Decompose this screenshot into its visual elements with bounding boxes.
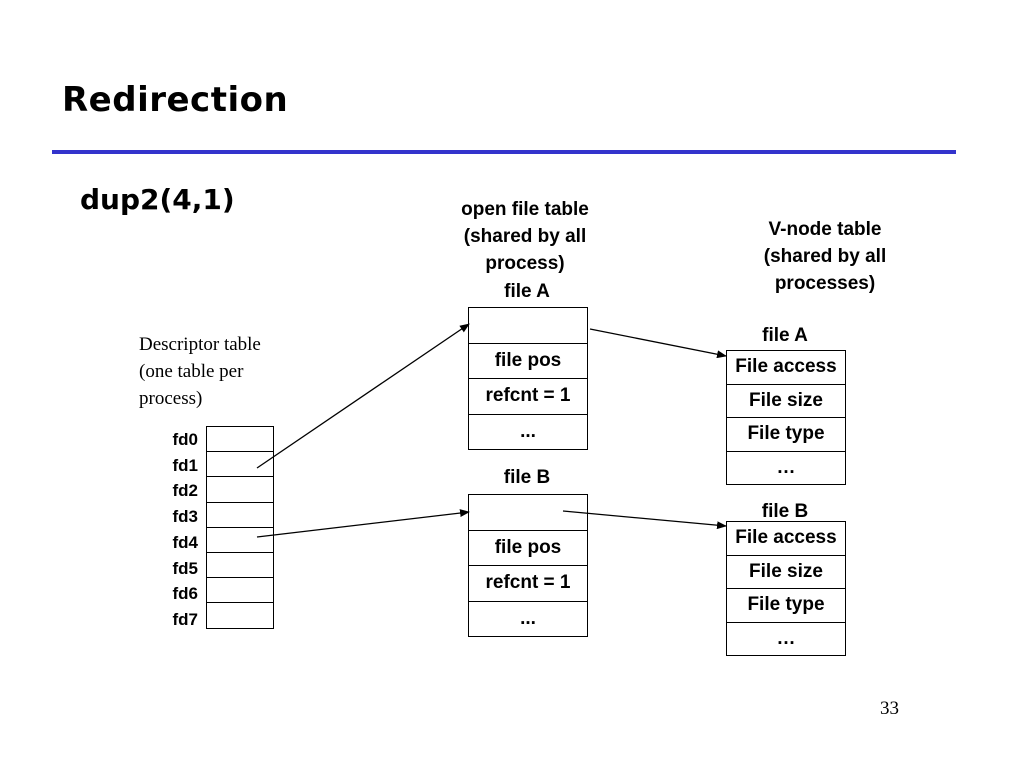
open-file-entry-label: file A bbox=[504, 281, 550, 302]
descriptor-table-caption: Descriptor table (one table per process) bbox=[139, 331, 261, 412]
open-file-entry-a: file pos refcnt = 1 ... bbox=[468, 307, 588, 450]
open-file-row bbox=[469, 308, 587, 344]
fd-labels: fd0 fd1 fd2 fd3 fd4 fd5 fd6 fd7 bbox=[150, 427, 199, 633]
open-file-row: refcnt = 1 bbox=[469, 379, 587, 415]
vnode-entry-label: file B bbox=[761, 501, 809, 522]
arrow-fd1-to-file-a bbox=[256, 323, 470, 469]
vnode-row: File size bbox=[727, 556, 845, 589]
open-file-row: ... bbox=[469, 602, 587, 637]
fd-cell bbox=[207, 553, 273, 579]
open-file-row: file pos bbox=[469, 531, 587, 566]
open-file-row: file pos bbox=[469, 344, 587, 379]
fd-cell bbox=[207, 578, 273, 604]
vnode-table-caption: V-node table (shared by all processes) bbox=[720, 216, 930, 297]
vnode-row: File access bbox=[727, 522, 845, 556]
fd-label: fd5 bbox=[172, 558, 199, 578]
title-divider bbox=[52, 150, 956, 154]
arrow-open-b-to-vnode-b bbox=[562, 510, 727, 530]
open-file-entry-label: file B bbox=[503, 467, 551, 488]
vnode-caption-line: (shared by all bbox=[763, 246, 887, 267]
fd-label: fd7 bbox=[172, 609, 199, 629]
open-file-row bbox=[469, 495, 587, 531]
fd-cell bbox=[207, 427, 273, 453]
vnode-entry-label: file A bbox=[762, 325, 808, 346]
page-number: 33 bbox=[880, 698, 899, 719]
open-file-row: ... bbox=[469, 415, 587, 450]
fd-label: fd3 bbox=[172, 507, 199, 527]
arrow-fd4-to-file-b bbox=[256, 509, 470, 538]
fd-label: fd0 bbox=[172, 430, 199, 449]
fd-label: fd2 bbox=[172, 481, 199, 501]
vnode-caption-line: V-node table bbox=[768, 219, 882, 240]
fd-cell bbox=[207, 477, 273, 503]
descriptor-table bbox=[206, 426, 274, 629]
fd-label: fd1 bbox=[172, 455, 199, 475]
open-file-caption-line: process) bbox=[485, 253, 565, 274]
descriptor-caption-line: process) bbox=[139, 388, 203, 409]
fd-cell bbox=[207, 503, 273, 528]
vnode-row: File type bbox=[727, 418, 845, 452]
fd-cell bbox=[207, 603, 273, 629]
slide-title: Redirection bbox=[62, 80, 289, 120]
fd-cell bbox=[207, 452, 273, 478]
vnode-row: … bbox=[727, 623, 845, 656]
descriptor-caption-line: Descriptor table bbox=[139, 334, 261, 355]
descriptor-caption-line: (one table per bbox=[139, 361, 244, 382]
vnode-row: File access bbox=[727, 351, 845, 385]
fd-cell bbox=[207, 528, 273, 553]
vnode-row: File size bbox=[727, 385, 845, 418]
open-file-caption-line: open file table bbox=[461, 199, 589, 220]
vnode-row: File type bbox=[727, 589, 845, 623]
fd-label: fd4 bbox=[172, 532, 199, 552]
slide-subtitle: dup2(4,1) bbox=[80, 183, 235, 216]
open-file-caption-line: (shared by all bbox=[463, 226, 587, 247]
vnode-caption-line: processes) bbox=[774, 273, 876, 294]
open-file-entry-b: file pos refcnt = 1 ... bbox=[468, 494, 588, 637]
open-file-table-caption: open file table (shared by all process) bbox=[430, 196, 620, 277]
fd-label: fd6 bbox=[172, 584, 199, 604]
vnode-entry-a: File access File size File type … bbox=[726, 350, 846, 485]
open-file-row: refcnt = 1 bbox=[469, 566, 587, 602]
vnode-entry-b: File access File size File type … bbox=[726, 521, 846, 656]
arrow-open-a-to-vnode-a bbox=[589, 328, 727, 359]
vnode-row: … bbox=[727, 452, 845, 485]
